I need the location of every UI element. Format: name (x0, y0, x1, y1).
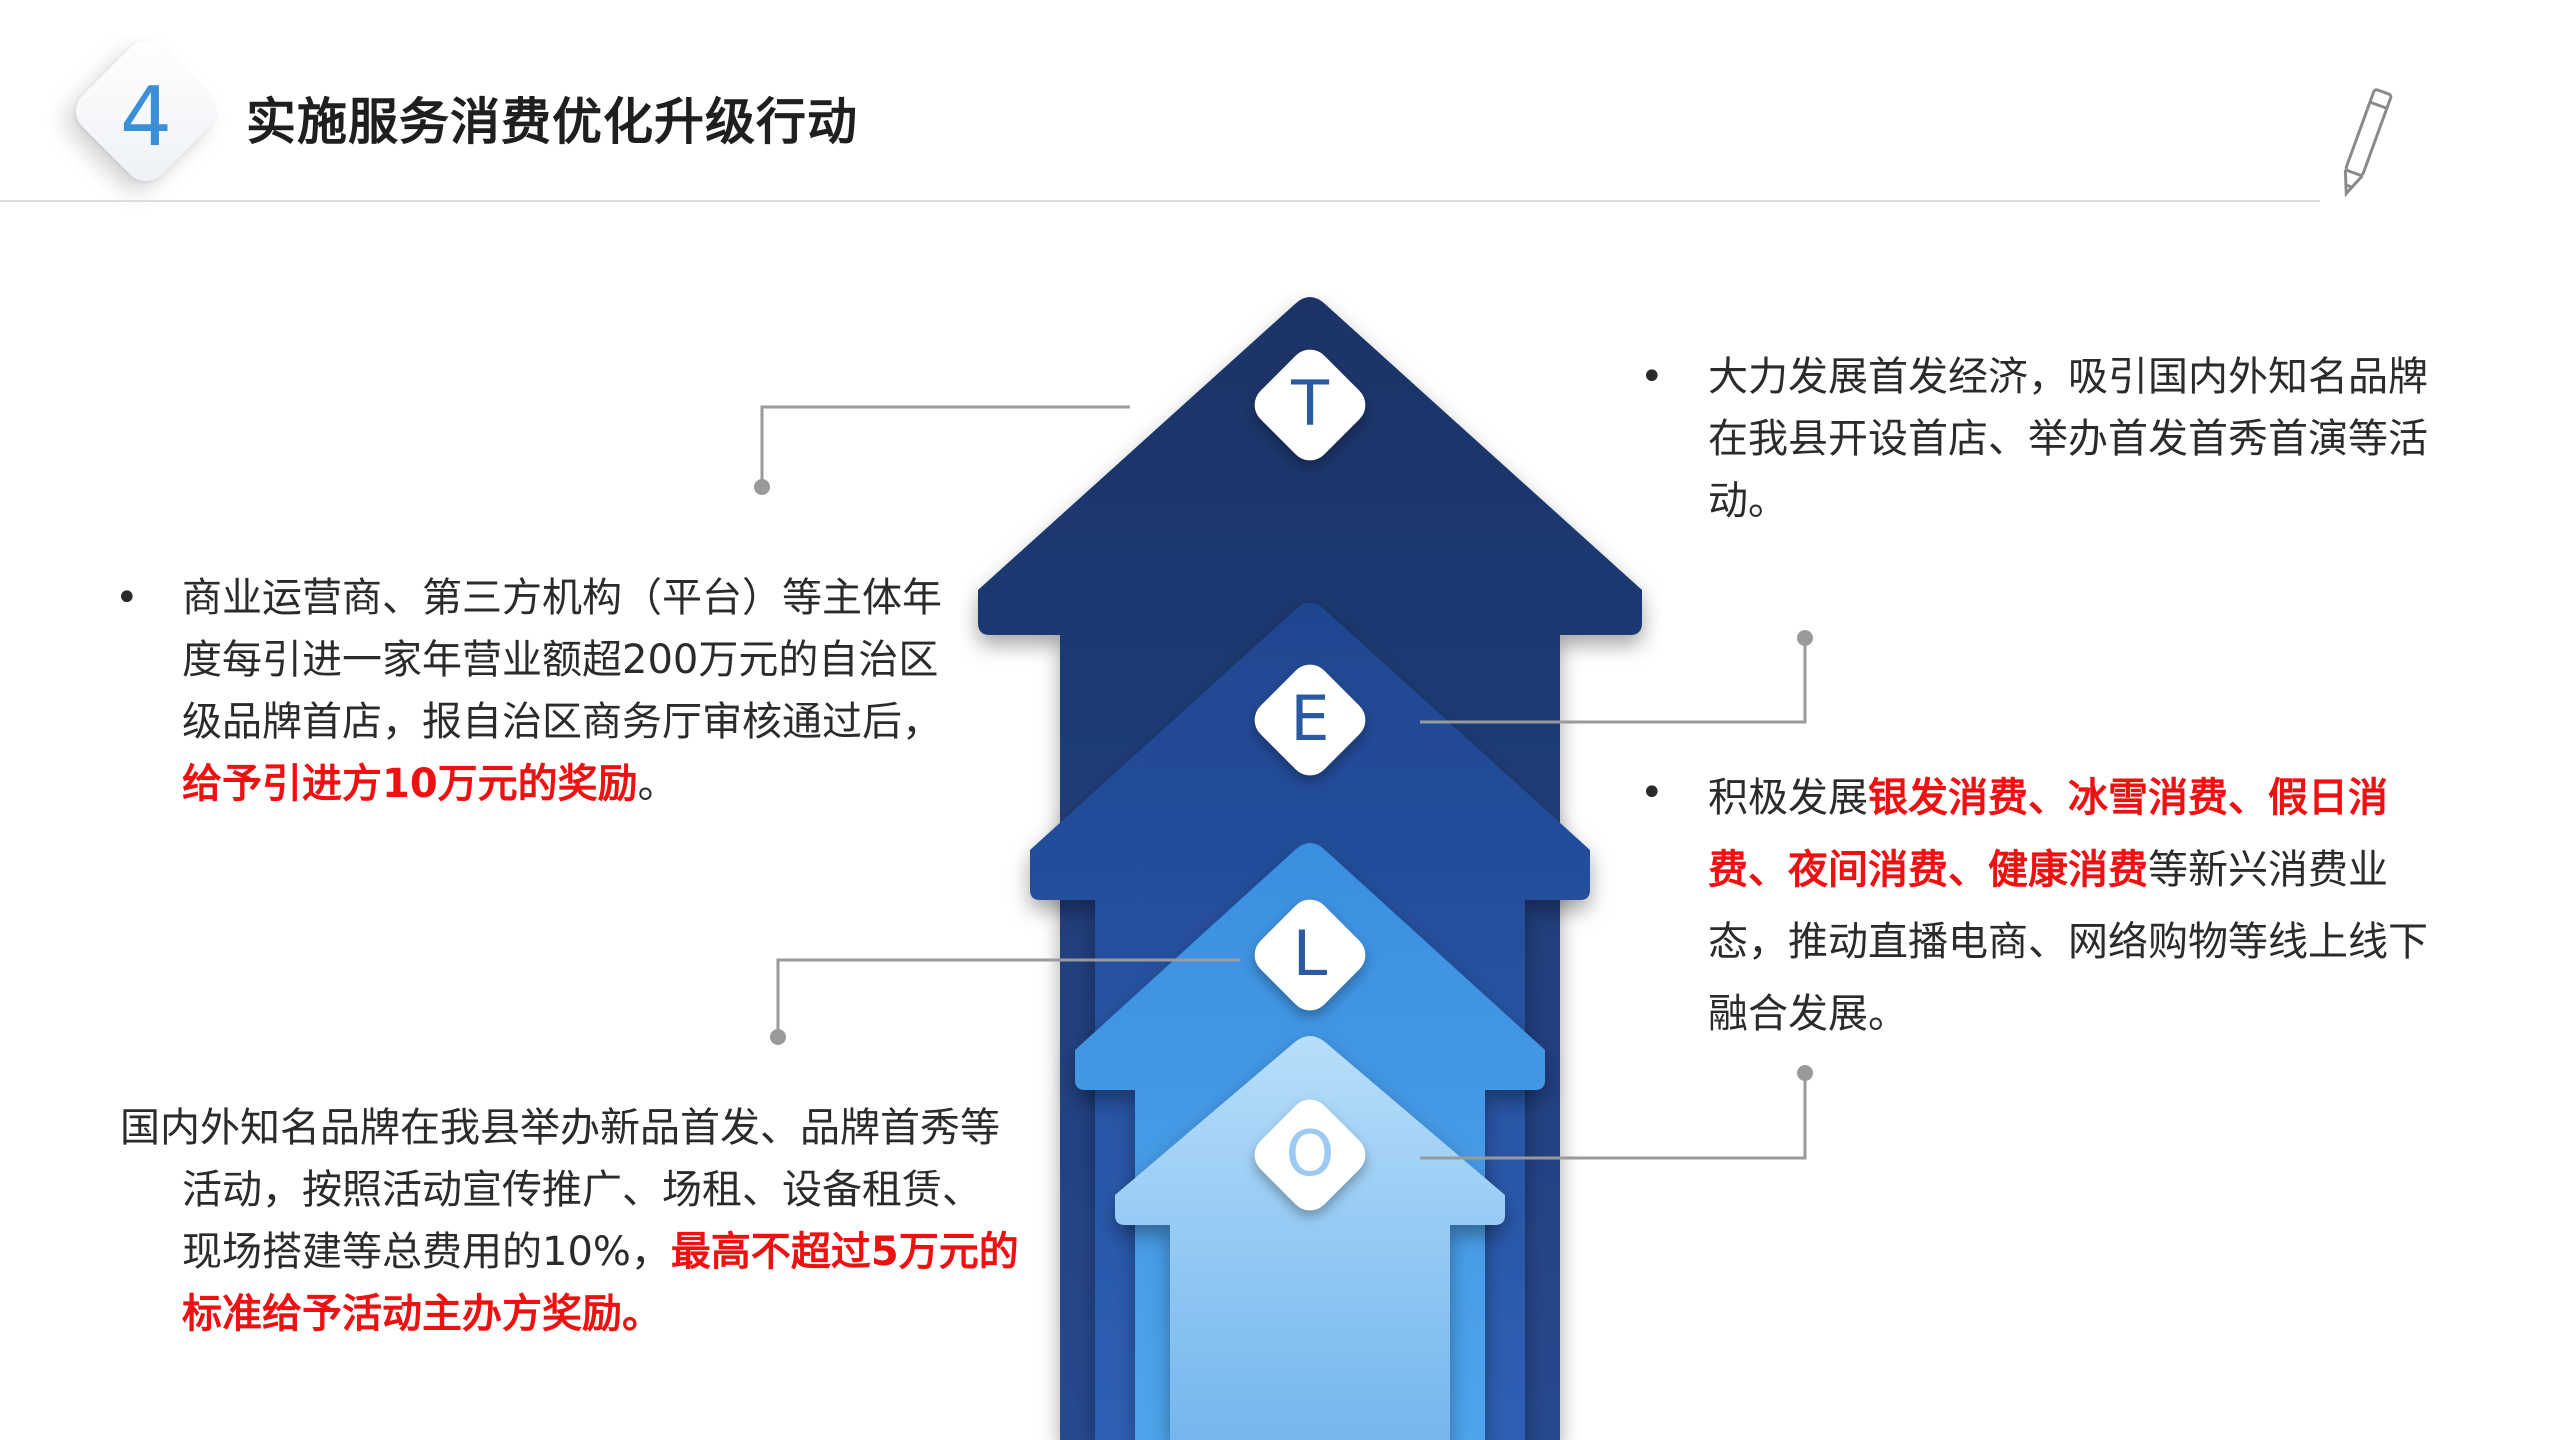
text-block-right-1: 大力发展首发经济，吸引国内外知名品牌在我县开设首店、举办首发首秀首演等活动。 (1708, 354, 2428, 524)
section-number: 4 (119, 70, 173, 165)
header-divider (0, 200, 2320, 202)
letter-diamond-o (1254, 1099, 1366, 1211)
pencil-icon (2343, 88, 2393, 198)
text-left-1-end: 。 (637, 761, 678, 807)
letter-diamond-t (1254, 349, 1366, 461)
text-left-2-a: 国内外知名品牌在我县举办新品首发、品牌首秀等活动，按照活动宣传推广、场租、设备租… (120, 1105, 1000, 1275)
letter-l: L (1293, 917, 1328, 990)
text-left-1-highlight: 给予引进方10万元的奖励 (182, 761, 638, 807)
letter-diamond-l (1254, 899, 1366, 1011)
text-left-2-highlight: 最高不超过5万元的标准给予活动主办方奖励。 (182, 1229, 1019, 1337)
text-right-2-highlight: 银发消费、冰雪消费、假日消费、夜间消费、健康消费 (1708, 775, 2388, 893)
text-right-2-a: 积极发展 (1708, 775, 1868, 821)
arrow-diagram: T E L O (978, 297, 1642, 1440)
page-title: 实施服务消费优化升级行动 (246, 93, 858, 151)
text-left-1-a: 商业运营商、第三方机构（平台）等主体年度每引进一家年营业额超200万元的自治区级… (182, 575, 942, 745)
letter-diamond-e (1254, 664, 1366, 776)
bullet: • (1640, 354, 1664, 400)
letter-e: E (1290, 682, 1329, 755)
arrow-4 (1115, 1036, 1505, 1440)
text-right-2-end: 等新兴消费业态，推动直播电商、网络购物等线上线下融合发展。 (1708, 847, 2428, 1037)
bullet: • (115, 575, 139, 621)
letter-o: O (1286, 1117, 1335, 1190)
text-block-left-1: 商业运营商、第三方机构（平台）等主体年度每引进一家年营业额超200万元的自治区级… (182, 567, 962, 815)
text-block-left-2: 国内外知名品牌在我县举办新品首发、品牌首秀等活动，按照活动宣传推广、场租、设备租… (120, 1097, 1020, 1345)
text-block-right-2: 积极发展银发消费、冰雪消费、假日消费、夜间消费、健康消费等新兴消费业态，推动直播… (1708, 762, 2458, 1050)
bullet: • (1640, 770, 1664, 816)
letter-t: T (1290, 367, 1330, 440)
